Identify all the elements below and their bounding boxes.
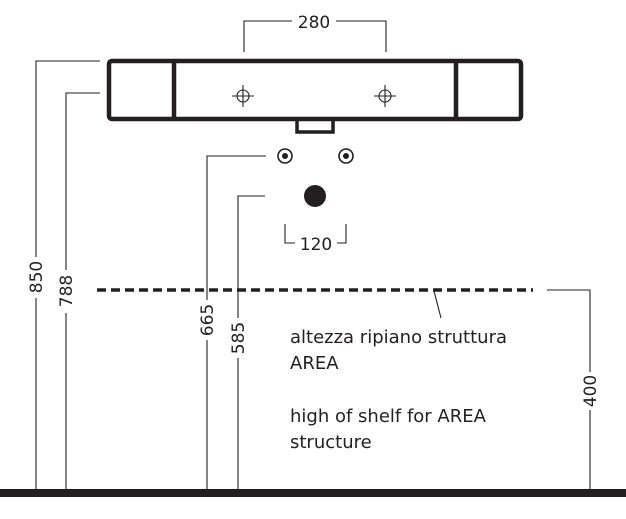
dimension-788-label: 788 <box>57 275 77 307</box>
dimension-120: 120 <box>284 224 347 255</box>
dimension-280-label: 280 <box>298 13 330 33</box>
dimension-665-label: 665 <box>198 304 218 336</box>
note-english-line1: high of shelf for AREA <box>290 406 487 427</box>
water-inlet-left-icon <box>277 148 293 164</box>
dimension-788: 788 <box>57 92 100 490</box>
dimension-585: 585 <box>229 195 265 490</box>
floor-line <box>0 489 626 497</box>
water-inlet-right-icon <box>338 148 354 164</box>
dimension-850: 850 <box>27 60 100 490</box>
washbasin <box>106 58 524 134</box>
tap-hole-left-icon <box>232 85 254 107</box>
washbasin-outline <box>106 58 524 122</box>
dimension-280: 280 <box>243 13 387 52</box>
siphon-tab <box>295 120 335 134</box>
dimension-665: 665 <box>198 155 266 490</box>
dimension-400: 400 <box>547 289 601 490</box>
dimension-120-label: 120 <box>300 235 332 255</box>
drain-outlet-icon <box>304 185 326 207</box>
dimension-585-label: 585 <box>229 322 249 354</box>
note-italian-line1: altezza ripiano struttura <box>290 327 507 348</box>
dimension-400-label: 400 <box>581 375 601 407</box>
note-english-line2: structure <box>290 432 372 453</box>
note-italian-line2: AREA <box>290 353 339 374</box>
shelf-note-leader <box>433 290 442 319</box>
tap-hole-right-icon <box>374 85 396 107</box>
dimension-850-label: 850 <box>27 261 47 293</box>
